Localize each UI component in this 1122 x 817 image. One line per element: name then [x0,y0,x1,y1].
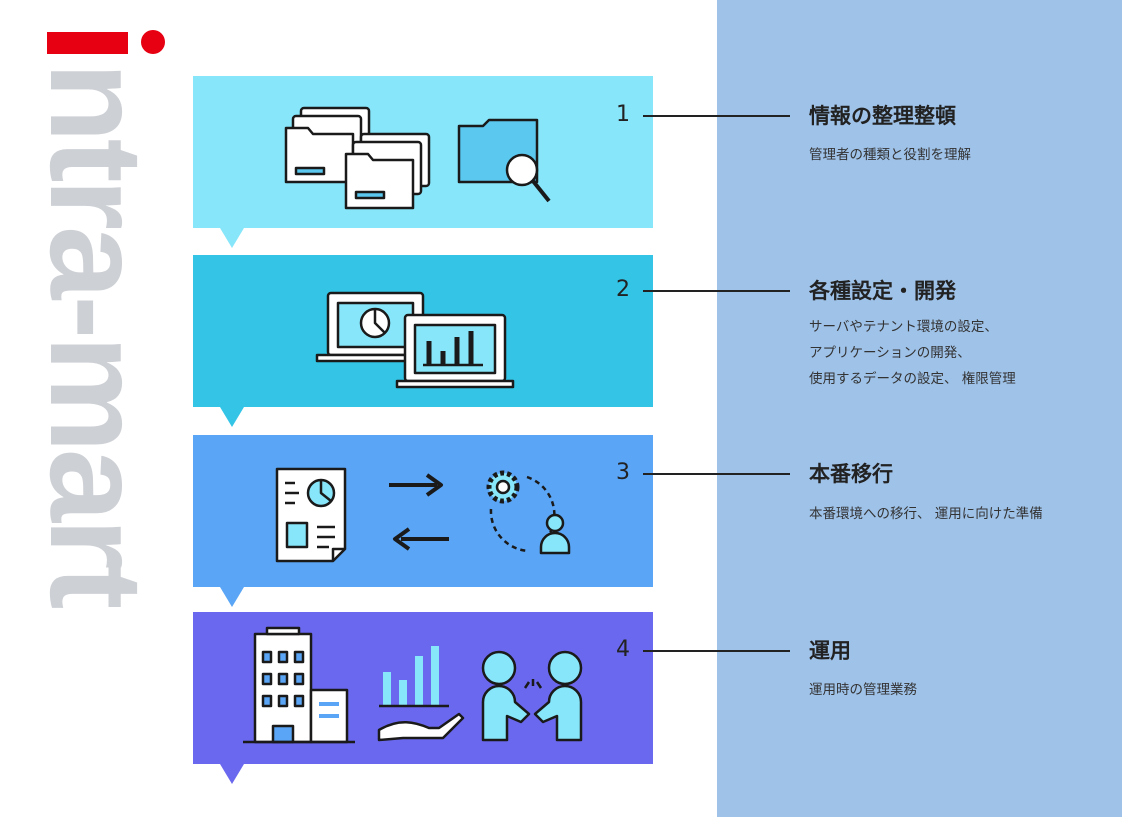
step-4-panel [193,612,653,784]
desc-line: 運用時の管理業務 [809,682,917,698]
laptop-bar-chart-icon [395,313,515,389]
step-2-panel [193,255,653,427]
logo-text: ntra-mart [23,62,170,606]
desc-line: アプリケーションの開発、 [809,345,971,361]
desc-line: サーバやテナント環境の設定、 [809,319,998,335]
logo-i-dot [141,30,165,54]
step-2-connector [643,290,790,292]
step-4-connector [643,650,790,652]
office-building-icon [243,626,355,744]
desc-line: 管理者の種類と役割を理解 [809,147,971,163]
step-4-number: 4 [616,637,630,662]
step-1-desc: 管理者の種類と役割を理解 [809,142,971,168]
step-3-panel [193,435,653,607]
step-2-number: 2 [616,277,630,302]
logo-i-stem [47,32,128,54]
step-1-title: 情報の整理整頓 [809,104,956,128]
exchange-arrows-icon [389,473,449,551]
step-1-connector [643,115,790,117]
step-2-desc: サーバやテナント環境の設定、 アプリケーションの開発、 使用するデータの設定、 … [809,314,1016,392]
step-3-desc: 本番環境への移行、 運用に向けた準備 [809,501,1043,527]
folders-icon [284,106,431,210]
desc-line: 本番環境への移行、 運用に向けた準備 [809,506,1043,522]
step-3-title: 本番移行 [809,462,893,486]
right-background [717,0,1122,817]
step-3-connector [643,473,790,475]
laptop-pie-chart-icon [315,291,437,363]
handshake-icon [481,650,583,742]
hand-bar-chart-icon [377,646,465,742]
folder-search-icon [457,118,551,203]
step-4-desc: 運用時の管理業務 [809,677,917,703]
desc-line: 使用するデータの設定、 権限管理 [809,371,1016,387]
step-3-number: 3 [616,460,630,485]
document-report-icon [275,467,347,563]
step-1-number: 1 [616,102,630,127]
step-2-title: 各種設定・開発 [809,279,956,303]
gear-user-cycle-icon [486,470,571,555]
step-4-title: 運用 [809,639,851,663]
step-1-panel [193,76,653,248]
